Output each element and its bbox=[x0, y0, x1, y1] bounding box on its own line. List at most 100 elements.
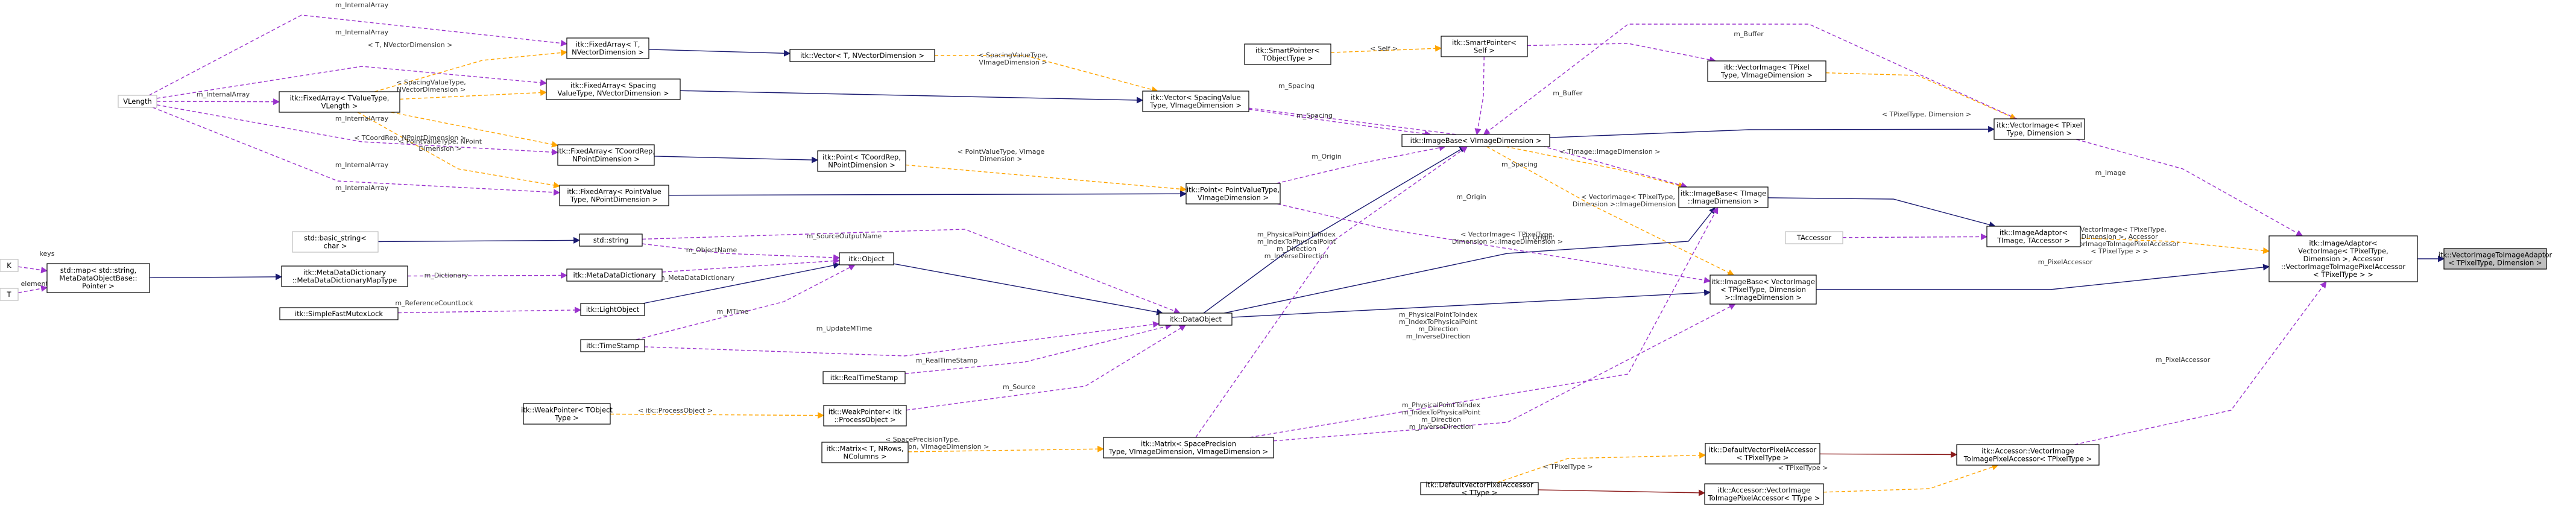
class-node-weakPO[interactable]: itk::WeakPointer< itk::ProcessObject > bbox=[823, 405, 907, 427]
class-node-box[interactable] bbox=[566, 37, 649, 59]
class-node-box[interactable] bbox=[823, 405, 907, 427]
class-node-pointP[interactable]: itk::Point< PointValueType,VImageDimensi… bbox=[1185, 183, 1281, 205]
edge-label: < SpacingValueType,VImageDimension > bbox=[978, 51, 1047, 66]
class-node-T[interactable]: T bbox=[0, 288, 19, 301]
class-node-imgAdaptor[interactable]: itk::ImageAdaptor<VectorImage< TPixelTyp… bbox=[2268, 235, 2418, 282]
class-node-box[interactable] bbox=[839, 252, 894, 265]
class-node-box[interactable] bbox=[559, 185, 669, 206]
class-node-box[interactable] bbox=[580, 339, 645, 352]
class-node-imgBaseT[interactable]: itk::ImageBase< TImage::ImageDimension > bbox=[1678, 186, 1769, 208]
class-node-basicString[interactable]: std::basic_string<char > bbox=[292, 231, 379, 253]
class-node-K[interactable]: K bbox=[0, 259, 19, 272]
class-node-box[interactable] bbox=[1994, 118, 2085, 140]
class-node-box[interactable] bbox=[821, 442, 909, 463]
edge-label: m_MTime bbox=[717, 308, 749, 316]
class-node-metaDict[interactable]: itk::MetaDataDictionary bbox=[566, 268, 663, 282]
class-node-vlength[interactable]: VLength bbox=[118, 95, 157, 108]
class-node-box[interactable] bbox=[281, 265, 408, 287]
class-node-box[interactable] bbox=[566, 268, 663, 282]
class-node-object[interactable]: itk::Object bbox=[839, 252, 894, 265]
class-node-faTC[interactable]: itk::FixedArray< TCoordRep,NPointDimensi… bbox=[557, 144, 655, 166]
class-node-box[interactable] bbox=[1709, 274, 1817, 305]
class-node-defPixAcc[interactable]: itk::DefaultVectorPixelAccessor< TType > bbox=[1420, 481, 1539, 497]
class-node-imgBaseV[interactable]: itk::ImageBase< VImageDimension > bbox=[1401, 134, 1550, 147]
class-node-label: itk::FixedArray< TCoordRep,NPointDimensi… bbox=[557, 147, 655, 163]
class-node-box[interactable] bbox=[1142, 90, 1249, 112]
class-node-box[interactable] bbox=[817, 150, 906, 172]
edge-label: keys bbox=[40, 250, 55, 258]
class-node-box[interactable] bbox=[279, 307, 399, 320]
class-node-box[interactable] bbox=[292, 231, 379, 253]
edge-label-line: m_MTime bbox=[717, 308, 749, 316]
class-node-vecT[interactable]: itk::Vector< T, NVectorDimension > bbox=[789, 49, 935, 62]
class-node-faT[interactable]: itk::FixedArray< T,NVectorDimension > bbox=[566, 37, 649, 59]
class-node-metaDictBase[interactable]: itk::MetaDataDictionary::MetaDataDiction… bbox=[281, 265, 408, 287]
class-node-box[interactable] bbox=[2443, 248, 2547, 270]
class-node-box[interactable] bbox=[523, 403, 611, 425]
class-node-box[interactable] bbox=[1244, 43, 1331, 65]
class-node-box[interactable] bbox=[1158, 313, 1233, 326]
class-node-faTV[interactable]: itk::FixedArray< TValueType,VLength > bbox=[279, 91, 400, 113]
class-node-box[interactable] bbox=[1420, 482, 1539, 495]
class-node-box[interactable] bbox=[46, 263, 150, 293]
class-node-label-line: itk::Vector< T, NVectorDimension > bbox=[800, 51, 924, 60]
class-node-box[interactable] bbox=[789, 49, 935, 62]
class-node-box[interactable] bbox=[1704, 483, 1824, 505]
class-node-matrixT[interactable]: itk::Matrix< T, NRows,NColumns > bbox=[821, 442, 909, 463]
class-node-box[interactable] bbox=[1705, 443, 1820, 465]
edge-imgAdaptorT-to-imgAdaptor bbox=[2080, 238, 2270, 254]
class-node-box[interactable] bbox=[579, 233, 643, 247]
edge-label-line: ::VectorImageToImagePixelAccessor bbox=[2060, 240, 2179, 248]
class-node-stdString[interactable]: std::string bbox=[579, 233, 643, 247]
class-node-box[interactable] bbox=[1707, 60, 1826, 82]
class-node-defVecAcc[interactable]: itk::DefaultVectorPixelAccessor< TPixelT… bbox=[1705, 443, 1820, 465]
class-node-spB[interactable]: itk::SmartPointer<Self > bbox=[1441, 36, 1528, 57]
class-node-box[interactable] bbox=[2268, 235, 2418, 282]
class-node-box[interactable] bbox=[0, 288, 19, 301]
class-node-box[interactable] bbox=[118, 95, 157, 108]
edge-label-line: m_InternalArray bbox=[335, 161, 389, 169]
class-node-box[interactable] bbox=[557, 144, 655, 166]
class-node-label-line: itk::WeakPointer< itk bbox=[829, 408, 902, 416]
class-node-box[interactable] bbox=[1956, 444, 2100, 466]
class-node-sfml[interactable]: itk::SimpleFastMutexLock bbox=[279, 307, 399, 320]
class-node-stdMap[interactable]: std::map< std::string,MetaDataObjectBase… bbox=[46, 263, 150, 293]
class-node-box[interactable] bbox=[1401, 134, 1550, 147]
class-node-imgAdaptorT[interactable]: itk::ImageAdaptor<TImage, TAccessor > bbox=[1986, 226, 2081, 247]
class-node-box[interactable] bbox=[546, 78, 681, 100]
class-node-imgBaseVec[interactable]: itk::ImageBase< VectorImage< TPixelType,… bbox=[1709, 274, 1817, 305]
class-node-box[interactable] bbox=[1103, 437, 1274, 458]
class-node-timeStamp[interactable]: itk::TimeStamp bbox=[580, 339, 645, 352]
class-node-box[interactable] bbox=[1986, 226, 2081, 247]
class-node-box[interactable] bbox=[1441, 36, 1528, 57]
class-node-label: itk::ImageBase< TImage::ImageDimension > bbox=[1681, 189, 1766, 206]
class-node-main[interactable]: itk::VectorImageToImageAdaptor< TPixelTy… bbox=[2439, 248, 2552, 270]
class-node-dataObject[interactable]: itk::DataObject bbox=[1158, 313, 1233, 326]
edge-label-line: m_IndexToPhysicalPoint bbox=[1257, 238, 1336, 246]
class-node-box[interactable] bbox=[0, 259, 19, 272]
class-node-pointT[interactable]: itk::Point< TCoordRep,NPointDimension > bbox=[817, 150, 906, 172]
class-node-lightObject[interactable]: itk::LightObject bbox=[580, 303, 645, 316]
class-node-box[interactable] bbox=[822, 371, 906, 384]
class-node-box[interactable] bbox=[1785, 231, 1843, 244]
edge-K-to-stdMap bbox=[17, 266, 48, 273]
edge-label: < TCoordRep, NPointDimension > bbox=[354, 134, 466, 142]
class-node-box[interactable] bbox=[580, 303, 645, 316]
class-node-label-line: itk::FixedArray< TCoordRep, bbox=[557, 147, 655, 156]
class-node-box[interactable] bbox=[1678, 186, 1769, 208]
class-node-spT[interactable]: itk::SmartPointer<TObjectType > bbox=[1244, 43, 1331, 65]
class-node-box[interactable] bbox=[1185, 183, 1281, 205]
class-node-box[interactable] bbox=[279, 91, 400, 113]
class-node-realTimeStamp[interactable]: itk::RealTimeStamp bbox=[822, 371, 906, 384]
class-node-tAccessor[interactable]: TAccessor bbox=[1785, 231, 1843, 244]
